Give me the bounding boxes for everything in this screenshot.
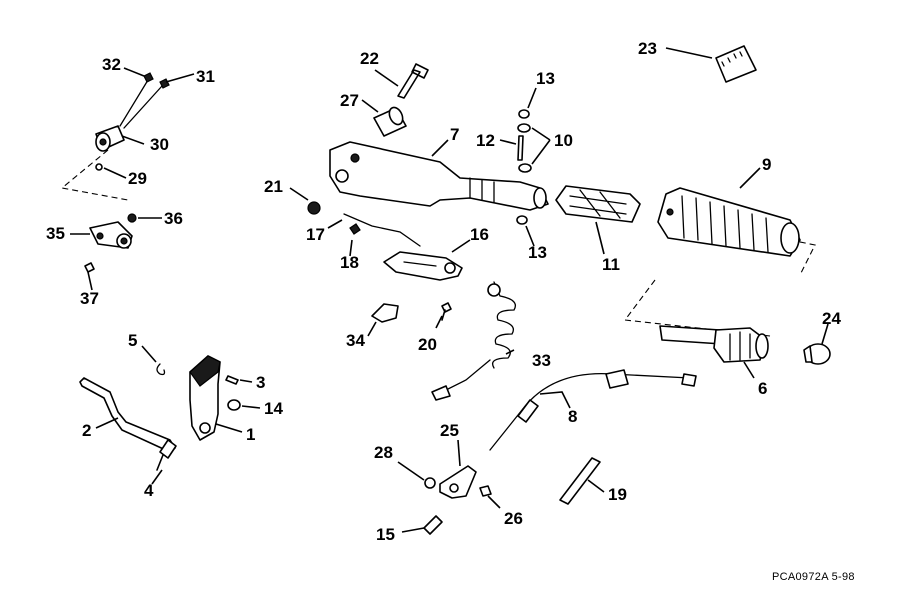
connector-housing bbox=[95, 125, 125, 152]
end-cap-23 bbox=[715, 45, 757, 83]
callout-34: 34 bbox=[346, 331, 365, 350]
shift-lever bbox=[189, 355, 221, 441]
callout-24: 24 bbox=[822, 309, 841, 328]
callout-13-bottom: 13 bbox=[528, 243, 547, 262]
screw-26 bbox=[479, 485, 492, 497]
callout-10: 10 bbox=[554, 131, 573, 150]
callout-21: 21 bbox=[264, 177, 283, 196]
callout-13-top: 13 bbox=[536, 69, 555, 88]
callout-26: 26 bbox=[504, 509, 523, 528]
leader-lines bbox=[70, 47, 829, 533]
throttle-sleeve bbox=[555, 185, 641, 223]
clamp-bracket bbox=[89, 221, 133, 249]
callout-labels: 32 31 30 29 35 36 37 5 3 14 2 1 4 22 27 … bbox=[46, 39, 841, 544]
tube-19 bbox=[559, 457, 601, 505]
callout-29: 29 bbox=[128, 169, 147, 188]
screw-20 bbox=[441, 302, 452, 321]
callout-19: 19 bbox=[608, 485, 627, 504]
callout-20: 20 bbox=[418, 335, 437, 354]
cable-bracket-25 bbox=[439, 465, 477, 499]
callout-3: 3 bbox=[256, 373, 265, 392]
callout-14: 14 bbox=[264, 399, 283, 418]
nut-28 bbox=[424, 477, 436, 489]
callout-17: 17 bbox=[306, 225, 325, 244]
wire-leads bbox=[119, 72, 170, 129]
callout-18: 18 bbox=[340, 253, 359, 272]
callout-23: 23 bbox=[638, 39, 657, 58]
pin-3 bbox=[225, 375, 239, 385]
callout-25: 25 bbox=[440, 421, 459, 440]
callout-36: 36 bbox=[164, 209, 183, 228]
washer-14 bbox=[227, 399, 241, 411]
callout-33: 33 bbox=[532, 351, 551, 370]
assembly-dash-left bbox=[60, 149, 129, 201]
callout-5: 5 bbox=[128, 331, 137, 350]
nut-36 bbox=[127, 213, 137, 223]
nut-21 bbox=[307, 201, 321, 215]
switch-cap-24 bbox=[803, 343, 831, 365]
callout-12: 12 bbox=[476, 131, 495, 150]
bolt-22 bbox=[397, 63, 429, 99]
assembly-dash-right bbox=[623, 239, 816, 337]
callout-6: 6 bbox=[758, 379, 767, 398]
lead-terminal bbox=[349, 223, 361, 235]
callout-28: 28 bbox=[374, 443, 393, 462]
screw-29 bbox=[95, 163, 103, 171]
throttle-cable bbox=[489, 369, 697, 451]
callout-30: 30 bbox=[150, 135, 169, 154]
bushing-4 bbox=[156, 439, 177, 471]
callout-37: 37 bbox=[80, 289, 99, 308]
callout-8: 8 bbox=[568, 407, 577, 426]
callout-7: 7 bbox=[450, 125, 459, 144]
washer-13-top bbox=[518, 109, 530, 119]
callout-11: 11 bbox=[602, 255, 620, 274]
terminal-15 bbox=[423, 515, 443, 535]
callout-31: 31 bbox=[196, 67, 215, 86]
tiller-arm bbox=[329, 141, 549, 211]
screw-37 bbox=[84, 262, 95, 273]
callout-16: 16 bbox=[470, 225, 489, 244]
clip-34 bbox=[371, 303, 399, 323]
callout-32: 32 bbox=[102, 55, 121, 74]
callout-9: 9 bbox=[762, 155, 771, 174]
callout-15: 15 bbox=[376, 525, 395, 544]
drawing-code-label: PCA0972A 5-98 bbox=[772, 571, 855, 583]
pin-12 bbox=[517, 135, 524, 161]
shift-rod bbox=[79, 377, 176, 453]
stop-switch bbox=[659, 325, 769, 363]
callout-27: 27 bbox=[340, 91, 359, 110]
callout-35: 35 bbox=[46, 224, 65, 243]
callout-4: 4 bbox=[144, 481, 154, 500]
spring-10-top bbox=[517, 123, 531, 133]
callout-22: 22 bbox=[360, 49, 379, 68]
lanyard-coil bbox=[431, 281, 517, 401]
ground-lead bbox=[343, 213, 421, 247]
mounting-bracket bbox=[383, 251, 463, 281]
callout-1: 1 bbox=[246, 425, 255, 444]
throttle-grip bbox=[657, 187, 801, 257]
washer-13-bottom bbox=[516, 215, 528, 225]
clip-5 bbox=[156, 363, 166, 376]
spring-10-bottom bbox=[518, 163, 532, 173]
callout-2: 2 bbox=[82, 421, 91, 440]
